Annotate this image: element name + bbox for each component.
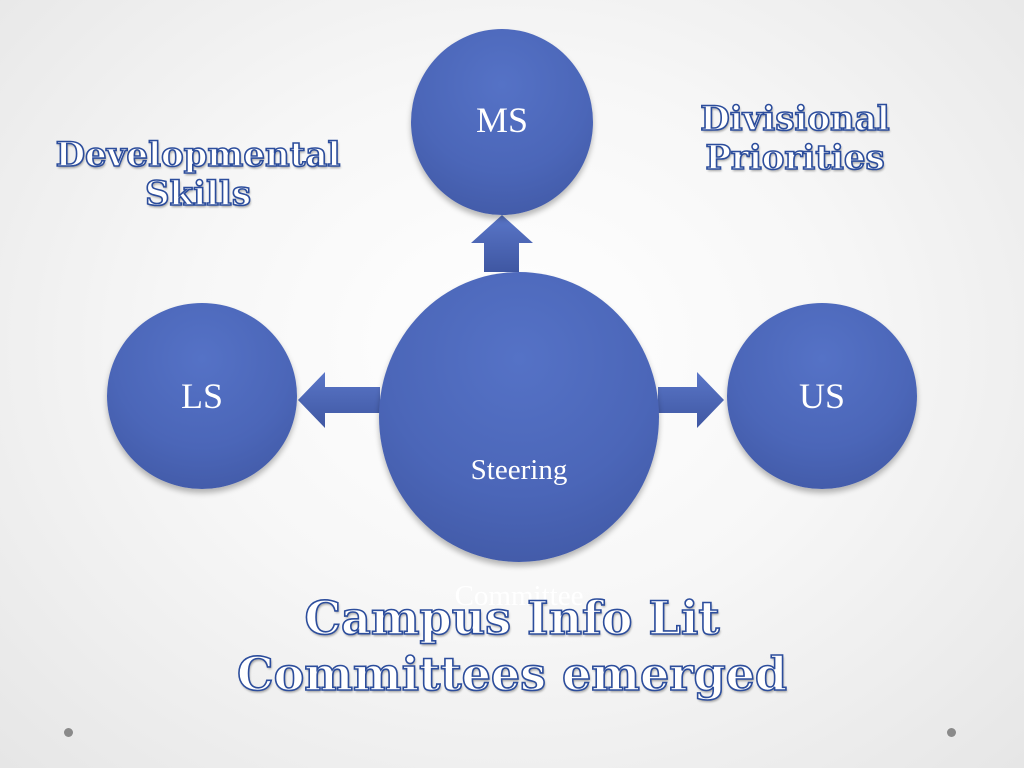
label-developmental-skills: Developmental Skills	[48, 135, 348, 215]
node-us: US	[727, 303, 917, 489]
label-divisional-priorities: Divisional Priorities	[690, 99, 900, 179]
arrow-left	[298, 372, 380, 428]
node-ls-label: LS	[180, 376, 223, 416]
label-campus-line2: Committees emerged	[236, 646, 788, 702]
arrow-up	[471, 215, 533, 272]
node-ls: LS	[107, 303, 297, 489]
label-campus-line1: Campus Info Lit	[304, 590, 721, 646]
label-divisional-line2: Priorities	[705, 138, 886, 179]
label-campus-committees: Campus Info Lit Committees emerged	[212, 590, 812, 702]
node-steering-line1: Steering	[470, 454, 568, 486]
decorative-dot-left	[64, 728, 73, 737]
node-us-label: US	[798, 376, 846, 416]
node-steering-line2: Committee	[454, 580, 584, 613]
node-ms: MS	[411, 29, 593, 215]
arrow-right	[658, 372, 724, 428]
decorative-dot-right	[947, 728, 956, 737]
node-steering-label: Steering Committee	[455, 362, 584, 615]
label-developmental-line2: Skills	[144, 174, 252, 215]
node-steering-committee: Steering Committee	[379, 272, 659, 612]
label-divisional-line1: Divisional	[699, 99, 890, 140]
node-ms-label: MS	[475, 100, 529, 140]
label-developmental-line1: Developmental	[55, 135, 341, 176]
